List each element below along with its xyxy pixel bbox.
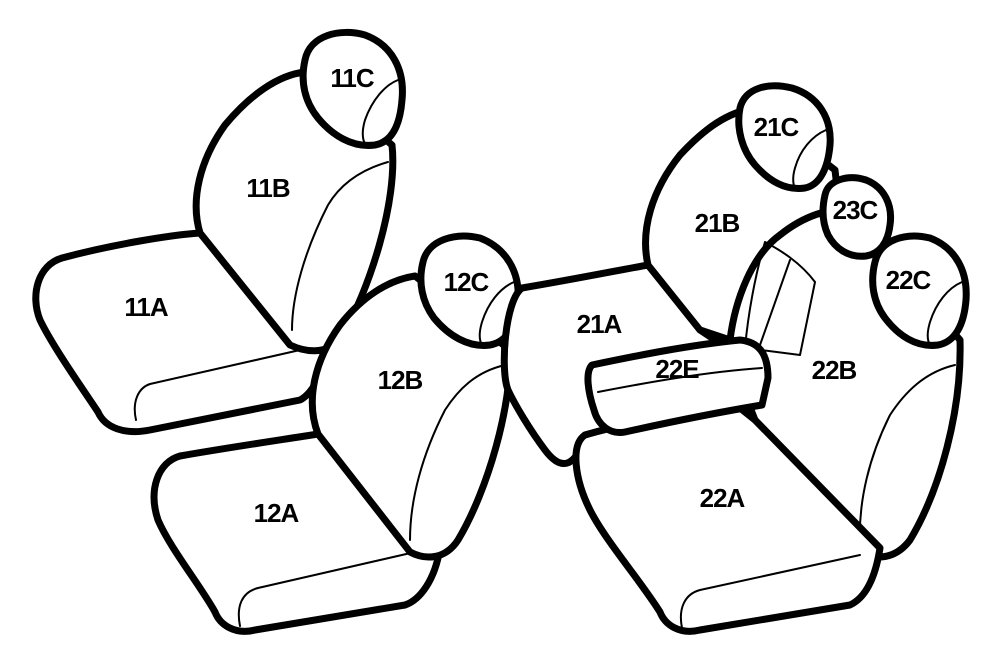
part-12B-side-panel xyxy=(409,364,506,541)
part-11C-side-panel xyxy=(361,79,399,145)
part-11C-headrest xyxy=(299,29,406,149)
label-22A: 22A xyxy=(700,483,746,513)
label-21A: 21A xyxy=(577,309,623,339)
part-12C-side-panel xyxy=(478,281,515,346)
label-12A: 12A xyxy=(254,498,300,528)
label-22E: 22E xyxy=(655,354,699,384)
part-22B-side-panel xyxy=(858,364,956,546)
label-11A: 11A xyxy=(124,292,168,322)
label-21B: 21B xyxy=(695,208,740,238)
label-22B: 22B xyxy=(812,355,857,385)
label-22C: 22C xyxy=(886,265,932,295)
seat-11 xyxy=(32,29,406,436)
label-12C: 12C xyxy=(444,267,490,297)
part-22E-armrest xyxy=(584,336,772,437)
rear-bench xyxy=(500,82,970,635)
label-12B: 12B xyxy=(378,365,423,395)
part-12A-front-panel xyxy=(237,551,416,627)
part-22A-front-panel xyxy=(680,554,861,629)
label-21C: 21C xyxy=(754,112,800,142)
part-11B-side-panel xyxy=(291,161,389,331)
part-22E-top-edge xyxy=(597,367,763,393)
part-21C-headrest xyxy=(735,82,834,192)
part-22C-headrest xyxy=(869,232,970,349)
seat-12 xyxy=(150,232,522,635)
part-11A-front-panel xyxy=(133,349,301,421)
part-21C-side-panel xyxy=(792,129,827,191)
label-23C: 23C xyxy=(833,195,879,225)
label-11B: 11B xyxy=(246,173,289,203)
part-22C-side-panel xyxy=(926,281,963,346)
label-11C: 11C xyxy=(330,63,374,93)
